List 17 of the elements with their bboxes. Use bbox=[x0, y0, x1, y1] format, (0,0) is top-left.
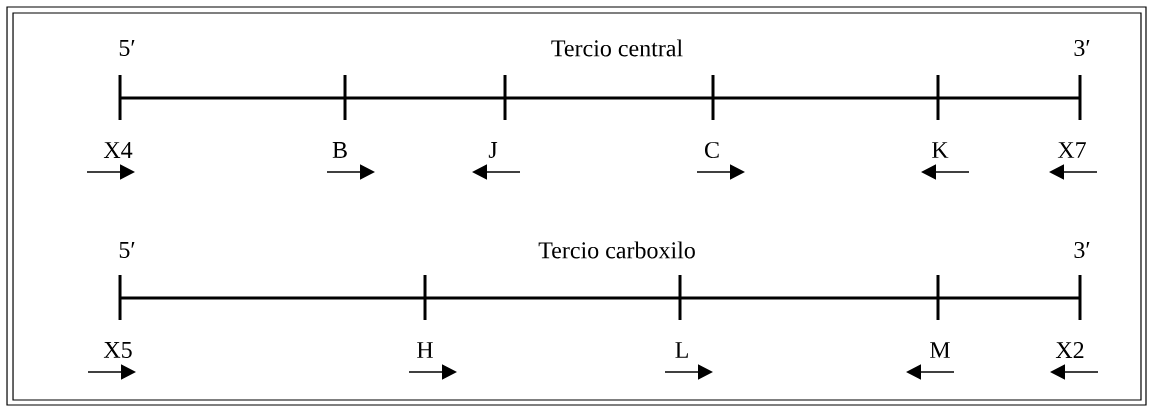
region-title: Tercio central bbox=[551, 39, 683, 57]
primer-label: K bbox=[932, 142, 949, 158]
end-label: 5′ bbox=[119, 40, 135, 56]
primer-label: X5 bbox=[103, 342, 132, 358]
primer-label: J bbox=[488, 142, 498, 158]
primer-label: X4 bbox=[103, 142, 133, 158]
primer-label: L bbox=[675, 342, 688, 358]
primer-label: B bbox=[332, 142, 347, 158]
primer-label: X7 bbox=[1057, 142, 1086, 158]
region-title: Tercio carboxilo bbox=[538, 241, 695, 259]
primer-label: C bbox=[705, 141, 719, 159]
primer-label: M bbox=[930, 342, 950, 358]
end-label: 5′ bbox=[119, 242, 135, 258]
end-label: 3′ bbox=[1074, 39, 1090, 57]
primer-label: H bbox=[417, 342, 433, 358]
end-label: 3′ bbox=[1074, 241, 1090, 259]
primer-label: X2 bbox=[1055, 342, 1084, 358]
